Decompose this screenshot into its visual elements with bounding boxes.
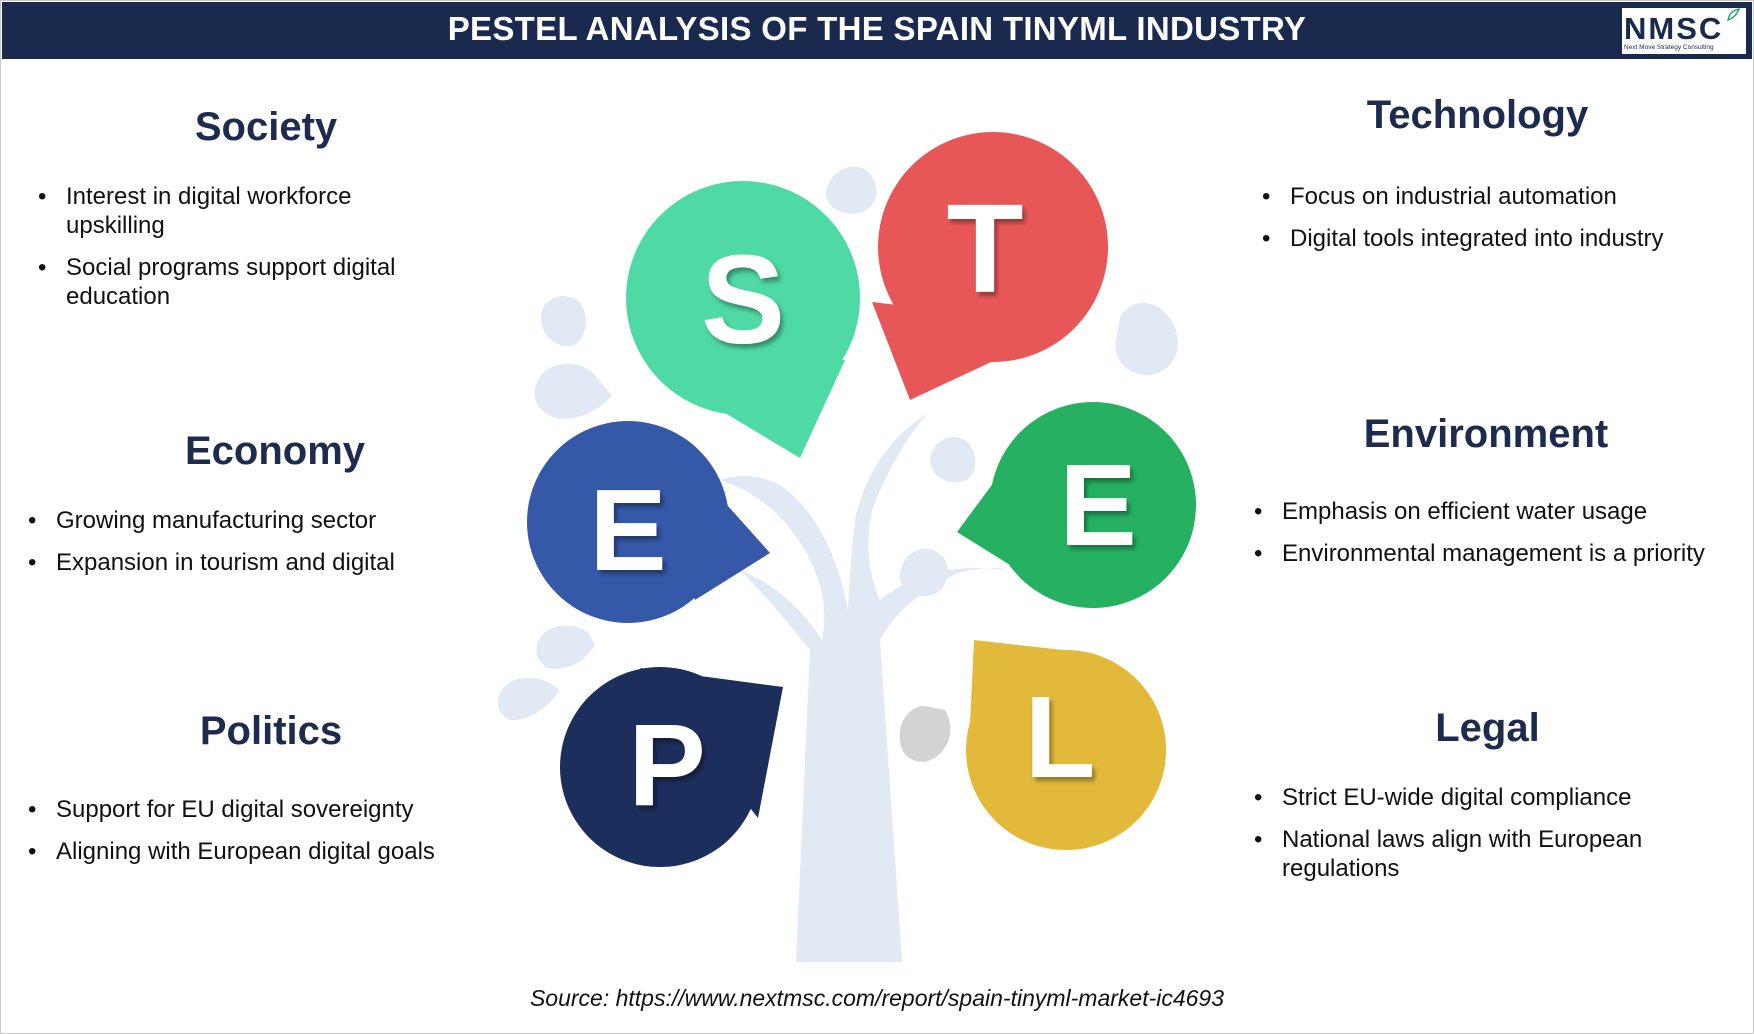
technology-title: Technology [1366, 93, 1589, 137]
logo-tagline: Next Move Strategy Consulting [1624, 44, 1714, 51]
tree-trunk [720, 413, 1005, 962]
list-item: Support for EU digital sovereignty [28, 795, 498, 824]
list-item: Environmental management is a priority [1254, 539, 1744, 568]
legal-list: Strict EU-wide digital compliance Nation… [1254, 783, 1694, 896]
legal-title: Legal [1435, 706, 1540, 750]
logo-text: NMSC [1624, 11, 1724, 46]
politics-title: Politics [199, 709, 343, 753]
leaf-letter-t: T [947, 178, 1024, 319]
leaf-letter-p: P [628, 700, 705, 830]
environment-title: Environment [1363, 412, 1609, 456]
list-item: Interest in digital workforce upskilling [38, 182, 448, 240]
list-item: Digital tools integrated into industry [1262, 224, 1732, 253]
leaf-letter-e-economy: E [589, 465, 666, 595]
list-item: Aligning with European digital goals [28, 837, 498, 866]
list-item: Emphasis on efficient water usage [1254, 497, 1744, 526]
leaf-technology: T [872, 132, 1108, 400]
leaf-society: S [626, 181, 860, 458]
politics-list: Support for EU digital sovereignty Align… [28, 795, 498, 879]
list-item: Strict EU-wide digital compliance [1254, 783, 1694, 812]
list-item: Growing manufacturing sector [28, 506, 468, 535]
leaf-environment: E [957, 402, 1196, 608]
logo-leaf-icon [1727, 8, 1740, 22]
leaf-politics: P [560, 667, 783, 867]
grey-drop [899, 705, 951, 762]
source-note: Source: https://www.nextmsc.com/report/s… [529, 985, 1225, 1011]
page-title: PESTEL ANALYSIS OF THE SPAIN TINYML INDU… [447, 10, 1307, 47]
economy-title: Economy [184, 429, 366, 473]
economy-list: Growing manufacturing sector Expansion i… [28, 506, 468, 590]
list-item: Social programs support digital educatio… [38, 253, 448, 311]
leaf-letter-e-environment: E [1059, 440, 1136, 570]
decorative-drops [497, 166, 1178, 721]
leaf-economy: E [527, 421, 770, 623]
list-item: Expansion in tourism and digital [28, 548, 468, 577]
leaf-legal: L [966, 640, 1166, 850]
environment-list: Emphasis on efficient water usage Enviro… [1254, 497, 1744, 581]
society-title: Society [194, 105, 338, 149]
leaf-letter-s: S [701, 229, 785, 370]
list-item: National laws align with European regula… [1254, 825, 1694, 883]
society-list: Interest in digital workforce upskilling… [38, 182, 448, 324]
nmsc-logo: NMSC Next Move Strategy Consulting [1622, 8, 1746, 54]
leaf-letter-l: L [1025, 672, 1096, 802]
list-item: Focus on industrial automation [1262, 182, 1732, 211]
technology-list: Focus on industrial automation Digital t… [1262, 182, 1732, 266]
header-bar [2, 2, 1752, 59]
